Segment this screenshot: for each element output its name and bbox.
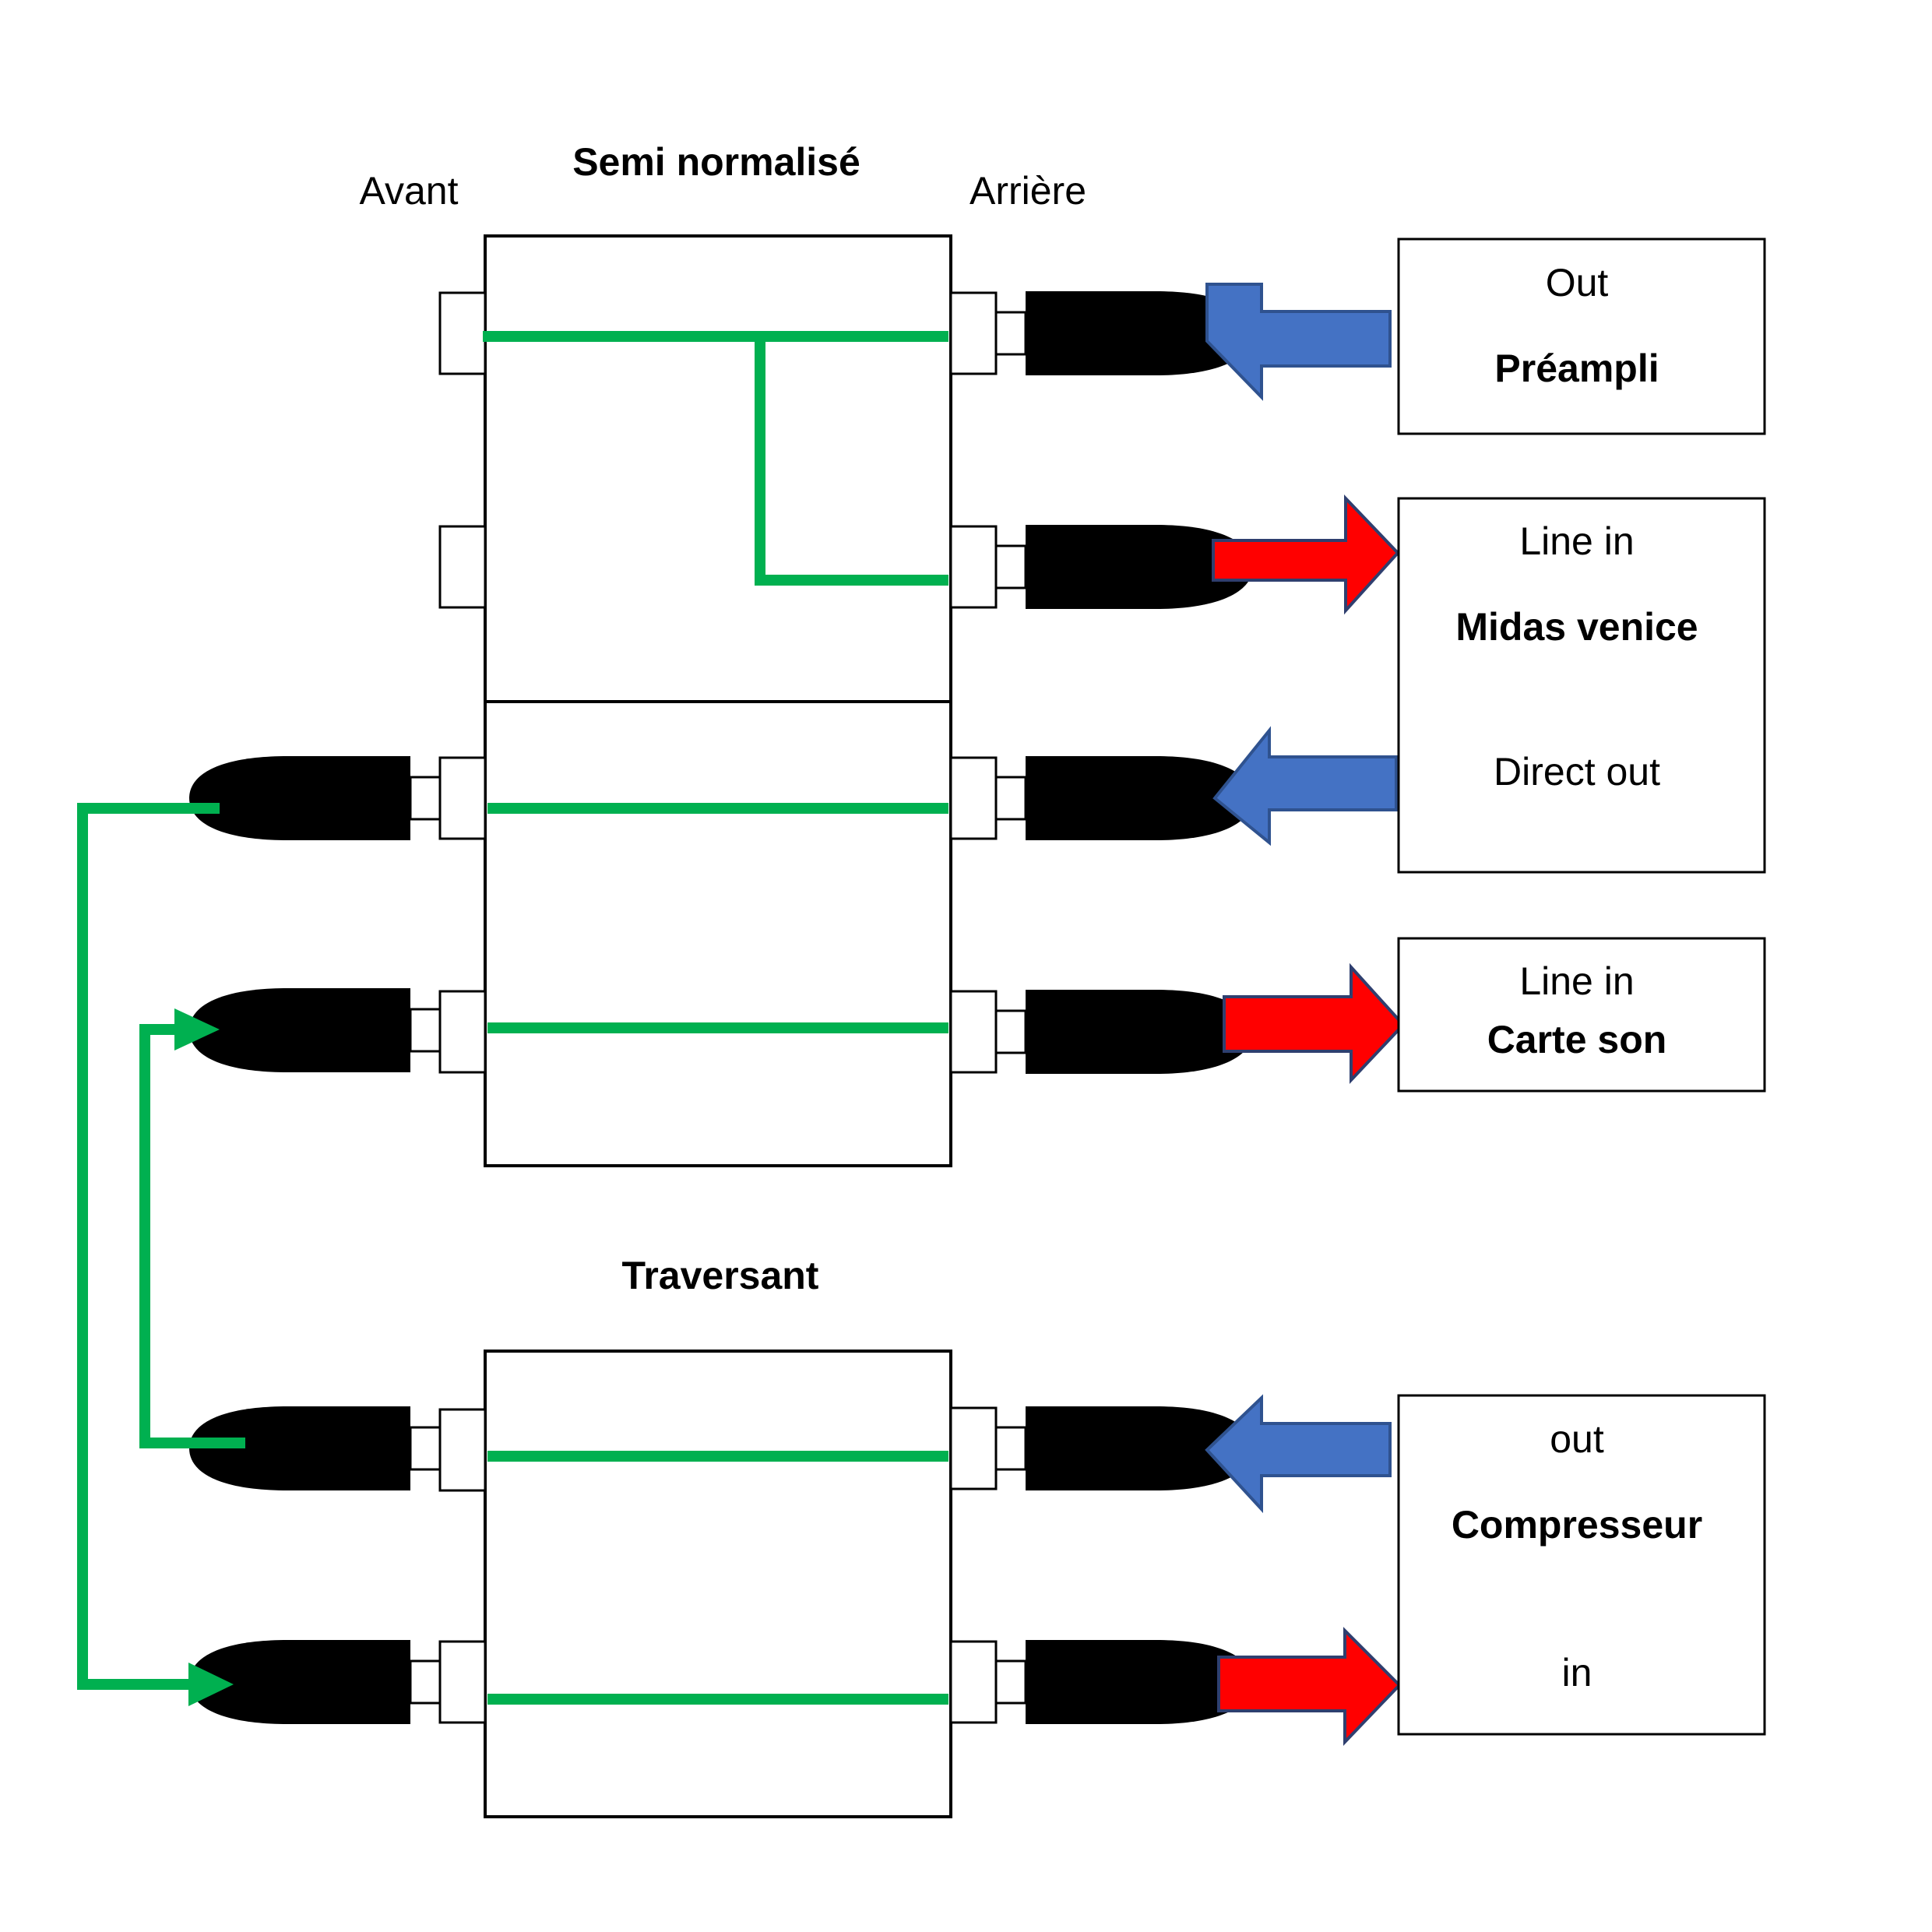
arrow-to-midas	[1212, 494, 1400, 615]
patch-arrow-outer	[188, 1663, 234, 1706]
midas-name: Midas venice	[1455, 605, 1698, 649]
patch-cables	[77, 803, 245, 1690]
midas-box	[1397, 497, 1766, 874]
patch-cable-inner	[139, 1024, 245, 1448]
preampli-name: Préampli	[1494, 347, 1659, 390]
front-plug-3[interactable]	[188, 755, 442, 842]
front-plug-4[interactable]	[188, 987, 442, 1074]
front-jack-6[interactable]	[438, 1640, 487, 1724]
compresseur-out-label: out	[1550, 1417, 1604, 1461]
avant-label: Avant	[360, 169, 459, 213]
front-jack-5[interactable]	[438, 1408, 487, 1492]
rear-jack-5[interactable]	[949, 1406, 998, 1490]
patch-arrow-inner	[174, 1008, 220, 1050]
patch-cable-outer	[77, 803, 220, 1690]
wire-semi-normal-link	[755, 336, 948, 586]
rear-plug-6[interactable]	[994, 1638, 1255, 1726]
semi-normalise-box-bottom	[484, 700, 952, 1167]
compresseur-in-label: in	[1562, 1651, 1592, 1694]
signal-arrows	[1205, 283, 1406, 1746]
preampli-box	[1397, 238, 1766, 435]
carte-son-box	[1397, 937, 1766, 1093]
arrow-from-preampli	[1205, 283, 1392, 401]
rear-jack-3[interactable]	[949, 756, 998, 840]
midas-direct-out-label: Direct out	[1494, 750, 1660, 794]
semi-normalise-box-top	[484, 234, 952, 703]
rear-jack-4[interactable]	[949, 990, 998, 1074]
front-jack-4[interactable]	[438, 990, 487, 1074]
device-compresseur: out Compresseur in	[1397, 1394, 1766, 1736]
compresseur-name: Compresseur	[1452, 1503, 1702, 1547]
front-jack-3[interactable]	[438, 756, 487, 840]
arrow-from-midas	[1212, 726, 1398, 846]
rear-jack-6[interactable]	[949, 1640, 998, 1724]
traversant-title: Traversant	[622, 1254, 819, 1297]
device-preampli: Out Préampli	[1397, 238, 1766, 435]
front-jack-1[interactable]	[438, 291, 487, 375]
rear-jack-2[interactable]	[949, 525, 998, 609]
traversant-box	[484, 1350, 952, 1818]
arriere-label: Arrière	[970, 169, 1086, 213]
semi-normalise-title: Semi normalisé	[572, 140, 860, 184]
carte-son-name: Carte son	[1487, 1018, 1667, 1061]
midas-line-in-label: Line in	[1519, 519, 1634, 563]
compresseur-box	[1397, 1394, 1766, 1736]
preampli-port-label: Out	[1546, 261, 1609, 304]
carte-son-port-label: Line in	[1519, 959, 1634, 1003]
arrow-to-carte-son	[1223, 962, 1406, 1085]
rear-plug-4[interactable]	[994, 988, 1255, 1075]
rear-jack-1[interactable]	[949, 291, 998, 375]
device-carte-son: Line in Carte son	[1397, 937, 1766, 1093]
device-midas: Line in Midas venice Direct out	[1397, 497, 1766, 874]
arrow-to-compresseur	[1217, 1627, 1402, 1746]
front-jack-2[interactable]	[438, 525, 487, 609]
arrow-from-compresseur	[1205, 1394, 1392, 1514]
internal-wiring	[483, 331, 948, 1705]
